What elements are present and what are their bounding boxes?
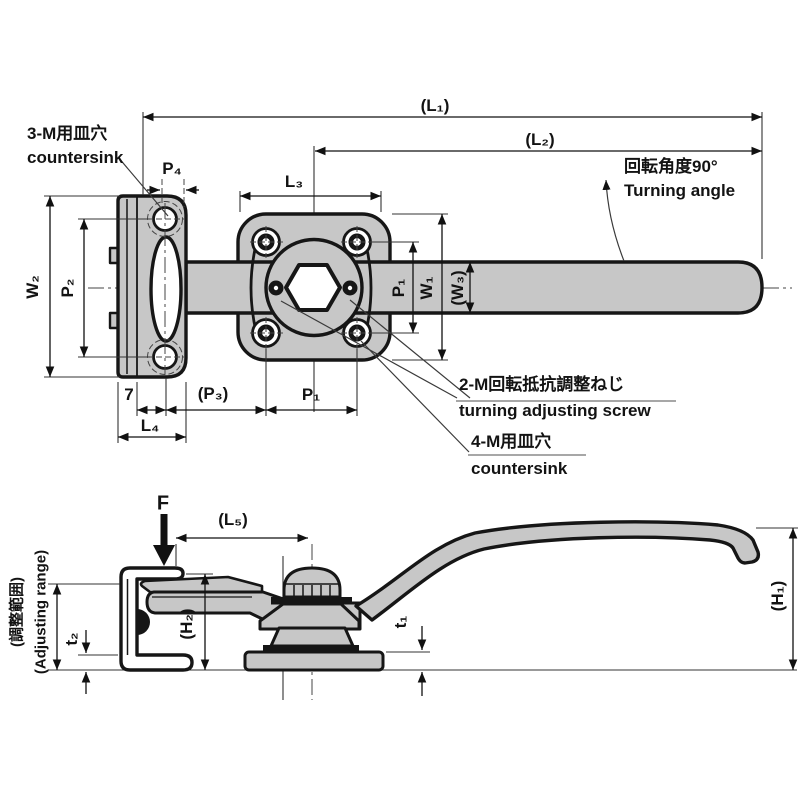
adjusting-range-label-en: (Adjusting range)	[32, 549, 50, 675]
dim-label-P2: P₂	[58, 278, 77, 298]
boss-neck	[269, 626, 355, 648]
dim-label-t1: t₁	[391, 615, 410, 629]
boss-washer	[263, 645, 359, 653]
dim-label-P4: P₄	[162, 159, 182, 178]
dome-cap	[282, 566, 342, 599]
callout-adjusting-screw: 2-M回転抵抗調整ねじ turning adjusting screw	[459, 372, 651, 424]
base-plate	[243, 650, 385, 672]
dim-label-L4: L₄	[140, 416, 160, 435]
dim-label-H2: (H₂)	[177, 608, 196, 640]
dim-label-L3: L₃	[284, 172, 304, 191]
lever-handle	[354, 520, 761, 622]
dome-flange	[271, 597, 352, 605]
hole-crosshairs	[250, 226, 374, 349]
dim-label-P1-horizontal: P₁	[301, 385, 321, 404]
keeper-screw-head	[137, 609, 150, 635]
dim-label-W3: (W₃)	[448, 270, 467, 306]
callout-countersink-4m: 4-M用皿穴 countersink	[471, 428, 567, 482]
force-arrow	[153, 514, 175, 566]
adjusting-range-label-jp: (調整範囲)	[8, 577, 26, 647]
top-view-geometry	[88, 146, 792, 412]
dim-label-L2: (L₂)	[525, 130, 555, 149]
dome-knurling	[286, 583, 338, 596]
callout-countersink-3m: 3-M用皿穴 countersink	[27, 122, 123, 170]
dim-label-t2: t₂	[62, 632, 81, 646]
leader-countersink-4m	[360, 340, 470, 453]
callout-countersink-3m-jp: 3-M用皿穴	[27, 124, 108, 143]
callout-turning-angle-jp: 回転角度90°	[624, 157, 718, 176]
bracket-slot	[149, 235, 183, 343]
leader-turning-angle	[602, 179, 625, 262]
dim-label-P3: (P₃)	[197, 384, 229, 403]
callout-turning-angle-en: Turning angle	[624, 181, 736, 200]
callout-countersink-3m-en: countersink	[27, 148, 124, 167]
dim-label-W1: W₁	[417, 276, 436, 300]
callout-turning-angle: 回転角度90° Turning angle	[624, 155, 735, 203]
dim-label-L5: (L₅)	[218, 510, 248, 529]
callout-adjusting-screw-jp: 2-M回転抵抗調整ねじ	[459, 375, 625, 394]
dim-label-F: F	[156, 492, 170, 515]
keeper-channel-side	[119, 566, 194, 672]
dim-label-H1: (H₁)	[768, 580, 787, 612]
dim-label-L1: (L₁)	[420, 96, 450, 115]
hex-nut	[284, 263, 342, 312]
dimension-lines	[44, 112, 798, 696]
adjusting-screw-right-center	[347, 285, 353, 291]
dim-label-7: 7	[124, 385, 134, 404]
callout-adjusting-screw-en: turning adjusting screw	[459, 401, 651, 420]
adjusting-screw-left-center	[273, 285, 279, 291]
side-view-geometry	[48, 514, 797, 700]
dim-label-P1-vertical: P₁	[389, 278, 408, 298]
callout-countersink-4m-en: countersink	[471, 459, 568, 478]
callout-countersink-4m-jp: 4-M用皿穴	[471, 432, 552, 451]
leader-countersink-3m	[117, 156, 169, 217]
dim-label-W2: W₂	[23, 275, 42, 299]
leader-adjusting-screw-b	[349, 299, 471, 399]
